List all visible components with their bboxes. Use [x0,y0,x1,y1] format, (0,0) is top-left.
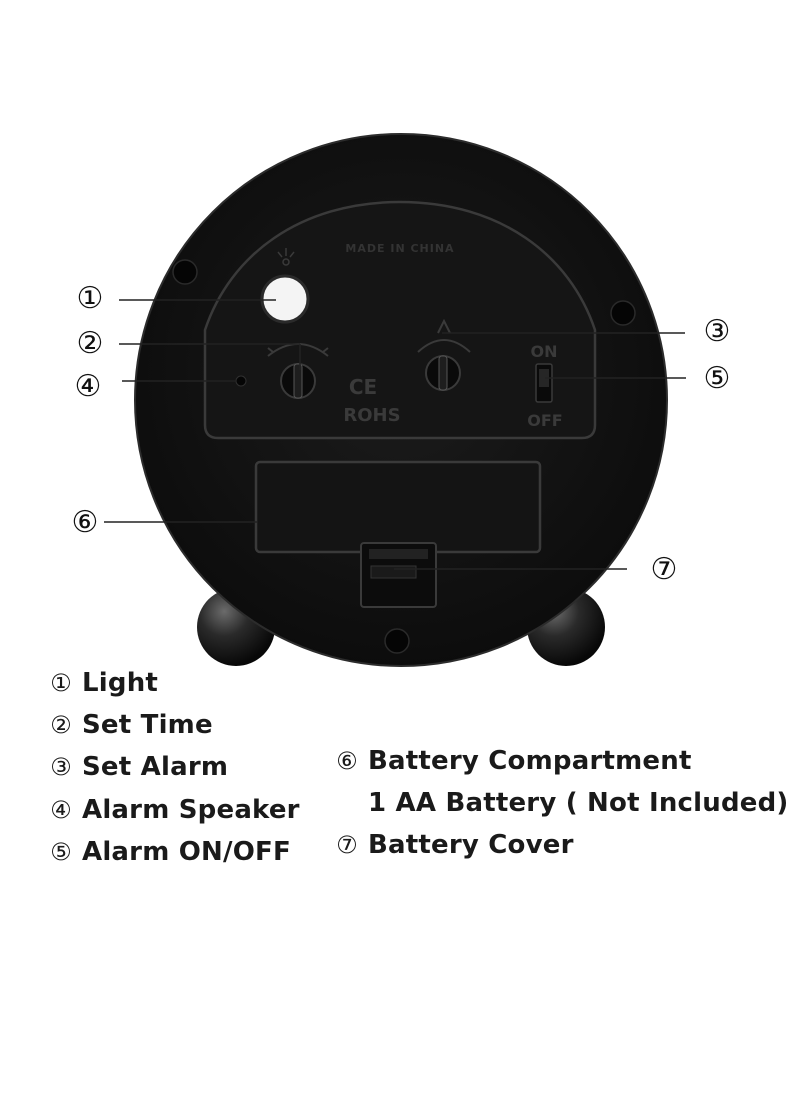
switch-off-label: OFF [527,411,562,430]
legend-label: Alarm ON/OFF [82,837,291,867]
legend-item-set-alarm: ③ Set Alarm [48,752,228,782]
legend-label: Light [82,668,159,698]
legend-label: Alarm Speaker [82,795,300,825]
legend-item-battery-cover: ⑦ Battery Cover [334,830,574,860]
battery-cover[interactable] [360,542,437,608]
legend-label: 1 AA Battery ( Not Included) [368,788,789,818]
legend-num: ⑤ [50,838,72,866]
screw-hole-right [610,300,636,326]
callout-6: ⑥ [71,505,99,540]
legend-label: Battery Compartment [368,746,692,776]
rohs-mark: ROHS [343,405,400,426]
legend-num: ⑦ [336,831,358,859]
callout-4: ④ [74,369,102,404]
legend-item-alarm-speaker: ④ Alarm Speaker [48,795,300,825]
legend-label: Set Alarm [82,752,229,782]
legend-label: Battery Cover [368,830,574,860]
switch-on-label: ON [531,342,558,361]
callout-5: ⑤ [703,361,731,396]
legend-item-light: ① Light [48,668,158,698]
legend-num: ⑥ [336,747,358,775]
legend-item-battery-compartment: ⑥ Battery Compartment [334,746,692,776]
light-button[interactable] [260,274,310,324]
legend-item-set-time: ② Set Time [48,710,213,740]
callout-3: ③ [703,314,731,349]
alarm-switch[interactable] [535,363,553,403]
screw-hole-bottom [384,628,410,654]
legend-item-battery-note: 1 AA Battery ( Not Included) [368,788,789,818]
legend-num: ④ [50,796,72,824]
legend-num: ② [50,711,72,739]
callout-2: ② [76,326,104,361]
legend-label: Set Time [82,710,213,740]
callout-7: ⑦ [650,552,678,587]
legend-num: ③ [50,753,72,781]
set-alarm-knob[interactable] [417,318,471,391]
legend-item-alarm-onoff: ⑤ Alarm ON/OFF [48,837,291,867]
legend-num: ① [50,669,72,697]
screw-hole-left [172,259,198,285]
bulb-icon [277,248,295,266]
callout-1: ① [76,281,104,316]
made-in-text: MADE IN CHINA [345,242,454,255]
ce-mark: CE [349,375,377,399]
